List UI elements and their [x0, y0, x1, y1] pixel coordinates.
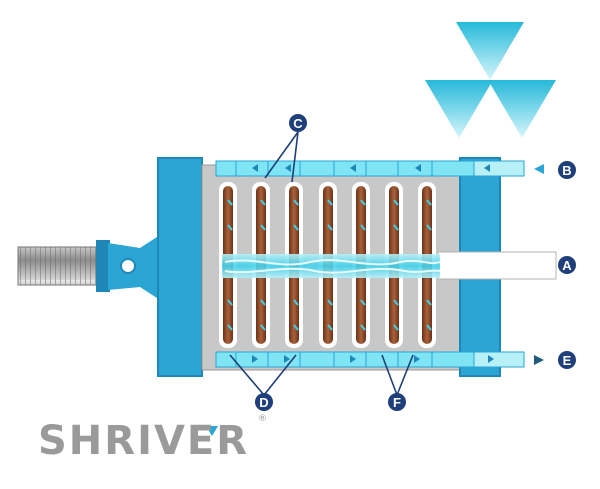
flow-arrow-icon — [252, 164, 494, 363]
flow-arrow-icon — [534, 355, 544, 365]
callout-F: F — [388, 393, 406, 411]
svg-text:E: E — [563, 353, 572, 368]
brand-accent-icon — [206, 426, 218, 436]
svg-text:A: A — [562, 258, 572, 273]
svg-text:B: B — [562, 163, 571, 178]
callout-D: D — [255, 393, 273, 411]
filtrate-flow-markers — [227, 199, 432, 331]
fixed-head-plate — [157, 157, 203, 377]
callout-C: C — [289, 114, 307, 132]
brand-wordmark: SHRIVER ® — [38, 414, 267, 464]
callout-E: E — [558, 351, 576, 369]
svg-text:D: D — [259, 395, 268, 410]
svg-text:C: C — [293, 116, 303, 131]
feed-slurry-flow — [222, 254, 440, 278]
feed-pipe — [437, 251, 557, 280]
callout-A: A — [558, 256, 576, 274]
shriver-triangles-logo-icon — [425, 22, 556, 138]
callout-B: B — [558, 161, 576, 179]
svg-text:F: F — [393, 395, 401, 410]
screw-jack-icon — [17, 235, 160, 300]
registered-mark: ® — [258, 414, 267, 424]
flow-arrow-icon — [534, 164, 544, 174]
